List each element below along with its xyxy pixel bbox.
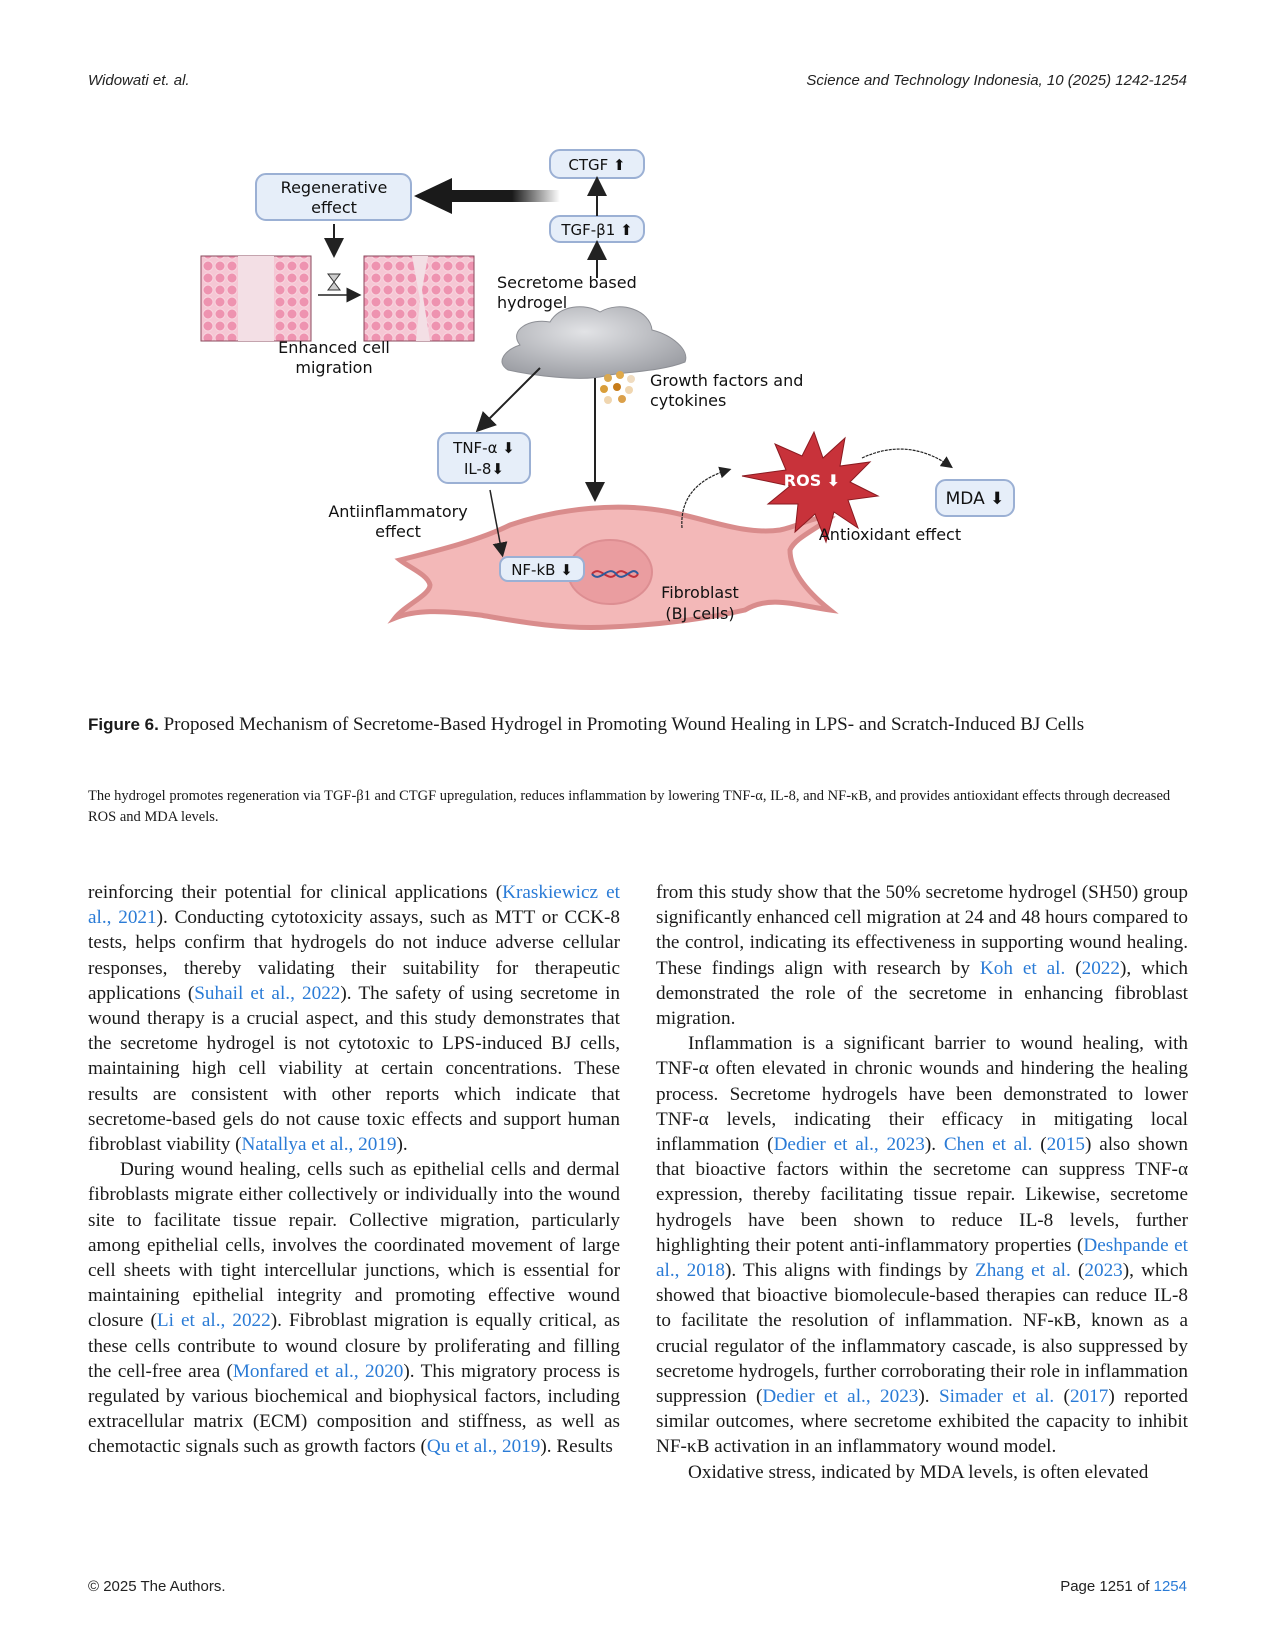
regenerative-label-1: Regenerative [281,178,388,197]
thick-arrow-to-regenerative [414,178,560,214]
growth-factors-label-2: cytokines [650,391,726,410]
paragraph: Inflammation is a significant barrier to… [656,1033,1189,1458]
citation-link[interactable]: Suhail et al., 2022 [194,982,341,1004]
citation-year-link[interactable]: 2022 [1081,957,1120,979]
mechanism-diagram: CTGF ⬆ TGF-β1 ⬆ Regenerative effect [200,149,1015,630]
antiinflammatory-label-2: effect [375,522,421,541]
scratch-assay-before [200,255,312,342]
citation-link[interactable]: Simader et al. [938,1386,1055,1408]
citation-link[interactable]: Kraskiewicz et al., 2021 [88,882,620,929]
il8-label: IL-8⬇ [464,460,504,478]
citation-link[interactable]: Qu et al., 2019 [426,1436,541,1458]
ros-to-mda-arrow [861,448,953,469]
running-header-authors: Widowati et. al. [88,72,190,89]
figure-title: Proposed Mechanism of Secretome-Based Hy… [158,714,1085,735]
ros-label: ROS ⬇ [784,471,840,490]
migration-label-2: migration [295,358,372,377]
dna-icon [591,570,639,578]
paragraph: from this study show that the 50% secret… [656,882,1188,1030]
antiinflammatory-label-1: Antiinflammatory [328,502,467,521]
footer-copyright: © 2025 The Authors. [88,1578,226,1595]
citation-year-link[interactable]: 2017 [1069,1386,1109,1408]
running-header-journal: Science and Technology Indonesia, 10 (20… [806,72,1187,89]
citation-link[interactable]: Chen et al. [943,1134,1033,1156]
growth-factors-label-1: Growth factors and [650,371,803,390]
citation-year-link[interactable]: 2015 [1046,1134,1086,1156]
regenerative-effect-box: Regenerative effect [255,173,412,221]
fibroblast-label-2: (BJ cells) [665,604,734,623]
citation-link[interactable]: Dedier et al., 2023 [773,1134,925,1156]
citation-link[interactable]: Li et al., 2022 [156,1310,271,1332]
body-column-right: from this study show that the 50% secret… [656,880,1188,1485]
paragraph: reinforcing their potential for clinical… [88,882,620,1156]
tgf-beta1-box: TGF-β1 ⬆ [549,215,645,243]
citation-link[interactable]: Natallya et al., 2019 [241,1134,397,1156]
tgf-beta1-label: TGF-β1 ⬆ [560,221,632,239]
mda-box: MDA ⬇ [935,479,1015,517]
hydrogel-label-2: hydrogel [497,293,567,312]
fibroblast-label-1: Fibroblast [661,583,739,602]
hydrogel-to-tnf-arrow [475,367,541,433]
nfkb-box: NF-kB ⬇ [499,556,585,582]
regenerative-label-2: effect [311,198,357,217]
figure-label: Figure 6. [88,715,159,734]
footer-page-number: Page 1251 of 1254 [1060,1578,1187,1595]
figure-caption: Figure 6. Proposed Mechanism of Secretom… [88,712,1188,737]
figure-note: The hydrogel promotes regeneration via T… [88,788,1171,825]
citation-link[interactable]: Dedier et al., 2023 [762,1386,919,1408]
ros-burst [741,430,880,544]
citation-link[interactable]: Zhang et al. [974,1260,1071,1282]
ctgf-label: CTGF ⬆ [568,156,625,174]
citation-link[interactable]: Deshpande et al., 2018 [656,1234,1188,1282]
mda-label: MDA ⬇ [946,489,1005,509]
paragraph: During wound healing, cells such as epit… [88,1159,620,1458]
antioxidant-label: Antioxidant effect [819,525,961,544]
citation-link[interactable]: Monfared et al., 2020 [232,1360,404,1382]
tnf-to-nfkb-arrow [489,489,508,558]
cell-to-ros-arrow [681,466,732,529]
hydrogel-label-1: Secretome based [497,273,637,292]
citation-link[interactable]: Koh et al. [979,957,1066,979]
tnf-alpha-label: TNF-α ⬇ [452,439,515,457]
tnf-il8-box: TNF-α ⬇ IL-8⬇ [437,432,531,484]
citation-year-link[interactable]: 2023 [1084,1260,1123,1282]
hydrogel-blob [501,306,687,379]
ctgf-box: CTGF ⬆ [549,149,645,179]
paragraph: Oxidative stress, indicated by MDA level… [688,1461,1149,1483]
figure-6-diagram: CTGF ⬆ TGF-β1 ⬆ Regenerative effect [190,140,1090,700]
body-column-left: reinforcing their potential for clinical… [88,880,620,1460]
hourglass-icon [327,273,341,291]
scratch-assay-after [363,255,475,342]
nfkb-label: NF-kB ⬇ [511,561,573,579]
growth-factor-dots [600,371,635,404]
total-pages-link[interactable]: 1254 [1153,1578,1187,1595]
migration-label-1: Enhanced cell [278,338,390,357]
